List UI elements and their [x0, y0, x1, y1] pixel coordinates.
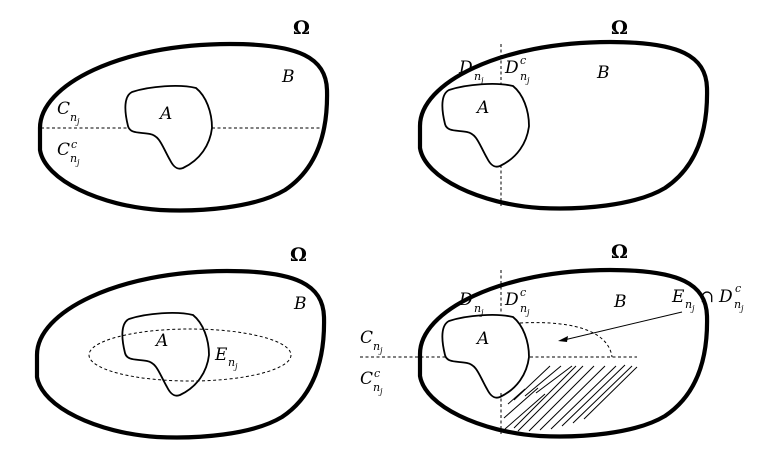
set-a-label: A	[158, 104, 172, 124]
e-sub: n	[228, 356, 235, 369]
c-sub: n	[70, 111, 77, 124]
d-complement-nj-label: D c n j	[504, 54, 530, 85]
c-complement-nj-label: C c n j	[360, 367, 383, 396]
set-a-label: A	[475, 98, 489, 118]
dc-sub: n	[520, 70, 527, 83]
dc-sup: c	[520, 54, 526, 67]
c-nj-label: C n j	[360, 328, 383, 355]
set-a-boundary	[441, 83, 530, 168]
panel-top-right: Ω B A D n j D c n j	[420, 17, 707, 208]
annot-e-sub: n	[685, 298, 692, 311]
e-nj-arc	[519, 322, 613, 358]
e-subsub: j	[233, 362, 238, 371]
dc-main: D	[504, 290, 519, 310]
dc-main: D	[504, 58, 519, 78]
d-sub: n	[474, 302, 481, 315]
dc-subsub: j	[525, 308, 530, 317]
set-a-boundary	[441, 314, 530, 399]
omega-label: Ω	[293, 17, 310, 39]
annot-d-sub: n	[734, 298, 741, 311]
d-complement-nj-label: D c n j	[504, 286, 530, 317]
e-nj-label: E n j	[214, 345, 238, 371]
e-cap-dc-annotation-label: E n j ∩ D c n j	[671, 282, 744, 313]
annot-d-sup: c	[735, 282, 741, 295]
set-b-label: B	[596, 63, 610, 83]
cc-sup: c	[374, 367, 380, 380]
set-a-boundary	[121, 312, 210, 397]
panel-bottom-left: Ω B A E n j	[37, 244, 324, 437]
omega-boundary	[37, 271, 324, 437]
cc-main: C	[360, 369, 373, 389]
dc-subsub: j	[525, 76, 530, 85]
c-main: C	[360, 328, 373, 348]
d-nj-label: D n j	[458, 58, 484, 85]
panel-top-left: Ω B A C n j C c n j	[40, 17, 327, 210]
d-subsub: j	[479, 308, 484, 317]
cc-sub: n	[373, 381, 380, 394]
d-main: D	[458, 58, 473, 78]
annot-d-subsub: j	[739, 304, 744, 313]
e-nj-ellipse	[88, 328, 292, 382]
set-a-label: A	[154, 331, 168, 351]
d-subsub: j	[479, 76, 484, 85]
panel-bottom-right: Ω B A D n j D c n j C n j C c n j E n j	[360, 241, 744, 436]
omega-label: Ω	[611, 17, 628, 39]
c-subsub: j	[378, 346, 383, 355]
c-subsub: j	[75, 117, 80, 126]
set-a-label: A	[475, 329, 489, 349]
cc-sup: c	[71, 138, 77, 151]
set-b-label: B	[293, 294, 307, 314]
set-b-label: B	[281, 67, 295, 87]
c-nj-label: C n j	[57, 99, 80, 126]
omega-label: Ω	[290, 244, 307, 266]
cc-sub: n	[70, 152, 77, 165]
d-sub: n	[474, 70, 481, 83]
annot-e-subsub: j	[690, 304, 695, 313]
dc-sup: c	[520, 286, 526, 299]
cc-subsub: j	[75, 158, 80, 167]
annotation-arrow	[558, 311, 683, 342]
c-complement-nj-label: C c n j	[57, 138, 80, 167]
omega-label: Ω	[611, 241, 628, 263]
annot-e: E	[671, 287, 685, 307]
dc-sub: n	[520, 302, 527, 315]
annot-cap: ∩	[700, 287, 714, 307]
cc-subsub: j	[378, 387, 383, 396]
set-a-boundary	[124, 85, 213, 170]
hatched-region	[503, 364, 638, 432]
c-sub: n	[373, 340, 380, 353]
c-main: C	[57, 99, 70, 119]
annot-d: D	[718, 287, 733, 307]
e-main: E	[214, 345, 228, 365]
d-main: D	[458, 290, 473, 310]
set-b-label: B	[613, 292, 627, 312]
d-nj-label: D n j	[458, 290, 484, 317]
cc-main: C	[57, 140, 70, 160]
